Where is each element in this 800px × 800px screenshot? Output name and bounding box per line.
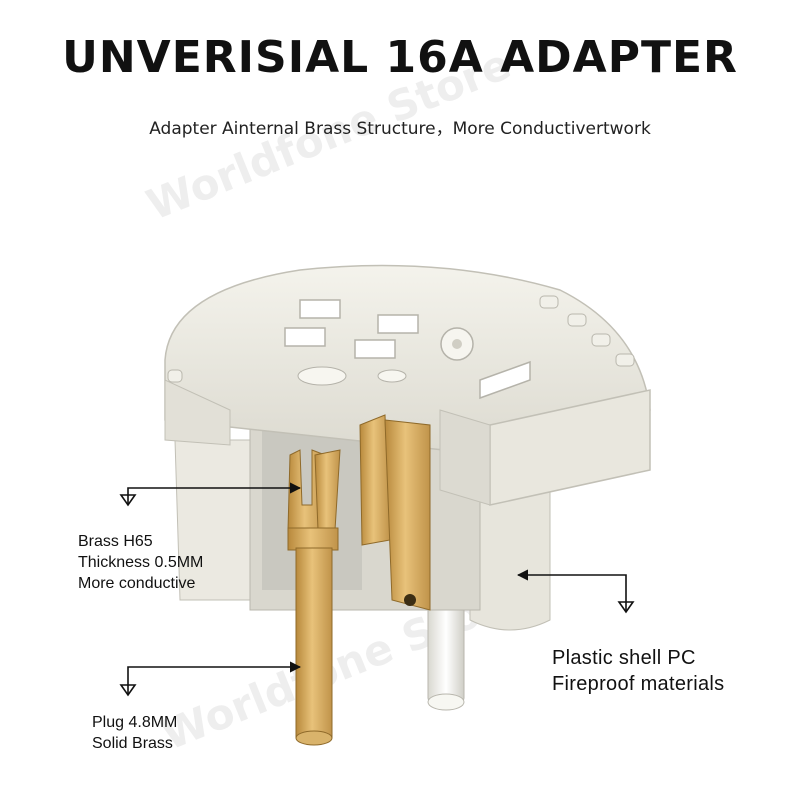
- callout-brass-line: Thickness 0.5MM: [78, 554, 204, 571]
- callout-plug-label: Plug 4.8MM Solid Brass: [92, 712, 177, 754]
- callout-plug-arrow: [119, 661, 302, 697]
- callout-brass-arrow: [119, 482, 302, 507]
- callout-shell-line: Plastic shell PC: [552, 647, 696, 669]
- callout-shell-line: Fireproof materials: [552, 673, 725, 695]
- brass-plug-pin: [295, 547, 333, 746]
- page-subtitle: Adapter Ainternal Brass Structure，More C…: [149, 119, 651, 139]
- adapter-top-face: [164, 264, 651, 506]
- callout-brass-line: Brass H65: [78, 533, 153, 550]
- callout-plug-line: Plug 4.8MM: [92, 714, 178, 731]
- callout-shell-arrow: [516, 569, 635, 614]
- earth-pin: [427, 589, 465, 711]
- callout-brass-label: Brass H65 Thickness 0.5MM More conductiv…: [78, 531, 203, 594]
- callout-plug-line: Solid Brass: [92, 735, 173, 752]
- callout-shell-label: Plastic shell PC Fireproof materials: [552, 645, 724, 697]
- brass-contacts: [287, 414, 431, 611]
- callout-brass-line: More conductive: [78, 575, 196, 592]
- page-title: UNVERISIAL 16A ADAPTER: [62, 32, 738, 83]
